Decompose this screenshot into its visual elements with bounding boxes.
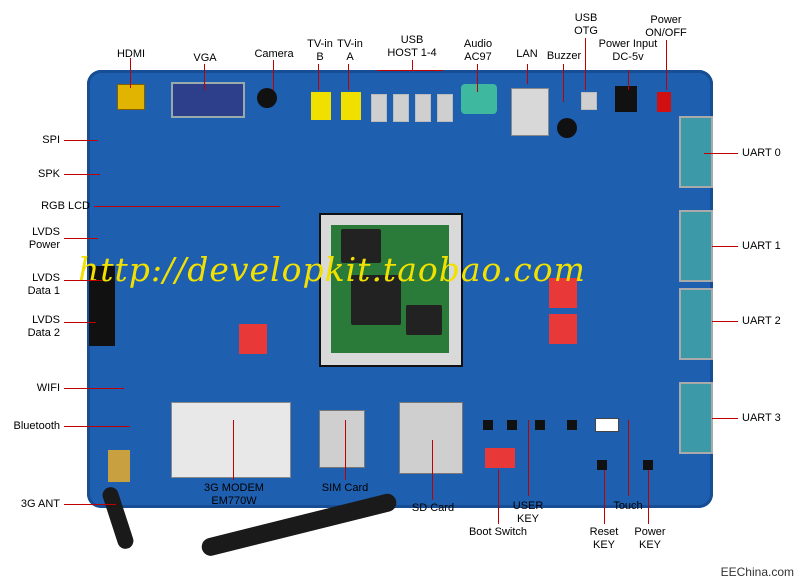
dev-board-image xyxy=(87,70,713,508)
user-key xyxy=(535,420,545,430)
buzzer-label: Buzzer xyxy=(546,50,582,62)
lvds-power-label-line1: LVDS xyxy=(32,226,60,238)
hdmi-connector xyxy=(117,84,145,110)
tvin-a-label-line2: A xyxy=(346,51,354,63)
rgb-lcd-label: RGB LCD xyxy=(41,200,90,212)
hdmi-label: HDMI xyxy=(116,48,146,60)
power-key-label-line2: KEY xyxy=(638,539,661,551)
boot-switch-label: Boot Switch xyxy=(468,526,528,538)
uart0-label: UART 0 xyxy=(742,147,781,159)
tvin-a-label-line1: TV-in xyxy=(337,38,363,50)
sd-slot xyxy=(399,402,463,474)
sim-card-label: SIM Card xyxy=(321,482,369,494)
sim-slot xyxy=(319,410,365,468)
usb-otg-label-line1: USB xyxy=(574,12,598,24)
lan-port xyxy=(511,88,549,136)
audio-jacks xyxy=(461,84,497,114)
uart1-connector xyxy=(679,210,713,282)
user-key xyxy=(483,420,493,430)
tvin-b-label-line1: TV-in xyxy=(307,38,333,50)
usb-host-label-line1: USB xyxy=(400,34,424,46)
buzzer xyxy=(557,118,577,138)
modem-label-line2: EM770W xyxy=(211,495,257,507)
lvds-data1-label-line1: LVDS xyxy=(32,272,60,284)
lvds-data2-label-line2: Data 2 xyxy=(27,327,60,339)
lan-label: LAN xyxy=(516,48,538,60)
uart0-connector xyxy=(679,116,713,188)
dip-switch xyxy=(549,314,577,344)
usb-otg-label-line2: OTG xyxy=(574,25,598,37)
user-key-label-line2: KEY xyxy=(516,513,539,525)
user-key xyxy=(507,420,517,430)
tvin-b-jack xyxy=(311,92,331,120)
power-key xyxy=(643,460,653,470)
power-key-label-line1: Power xyxy=(634,526,666,538)
power-jack xyxy=(615,86,637,112)
vga-label: VGA xyxy=(193,52,217,64)
reset-key xyxy=(597,460,607,470)
spi-label: SPI xyxy=(42,134,60,146)
camera-connector xyxy=(257,88,277,108)
usb-host-port xyxy=(437,94,453,122)
footer-credit: EEChina.com xyxy=(720,565,794,579)
touch-label: Touch xyxy=(613,500,643,512)
modem-module xyxy=(171,402,291,478)
lvds-power-label-line2: Power xyxy=(28,239,60,251)
usb-otg-port xyxy=(581,92,597,110)
uart2-connector xyxy=(679,288,713,360)
uart2-label: UART 2 xyxy=(742,315,781,327)
audio-label-line1: Audio xyxy=(463,38,493,50)
sd-card-label: SD Card xyxy=(411,502,455,514)
reset-key-label-line2: KEY xyxy=(592,539,615,551)
lvds-data2-label-line1: LVDS xyxy=(32,314,60,326)
power-switch-label-line2: ON/OFF xyxy=(645,27,687,39)
usb-host-port xyxy=(393,94,409,122)
tvin-b-label-line2: B xyxy=(316,51,324,63)
power-switch-label-line1: Power xyxy=(650,14,682,26)
wifi-label: WIFI xyxy=(36,382,60,394)
camera-label: Camera xyxy=(254,48,294,60)
dip-switch xyxy=(549,278,577,308)
modem-label-line1: 3G MODEM xyxy=(204,482,264,494)
antenna xyxy=(108,450,130,482)
lvds-header xyxy=(89,266,115,346)
uart3-connector xyxy=(679,382,713,454)
lvds-data1-label-line2: Data 1 xyxy=(27,285,60,297)
uart1-label: UART 1 xyxy=(742,240,781,252)
user-key-label-line1: USER xyxy=(512,500,544,512)
bluetooth-label: Bluetooth xyxy=(13,420,60,432)
boot-switch xyxy=(485,448,515,468)
audio-label-line2: AC97 xyxy=(464,51,492,63)
spk-label: SPK xyxy=(37,168,60,180)
reset-key-label-line1: Reset xyxy=(589,526,619,538)
watermark: http://developkit.taobao.com xyxy=(78,250,586,289)
uart3-label: UART 3 xyxy=(742,412,781,424)
vga-connector xyxy=(171,82,245,118)
usb-host-port xyxy=(415,94,431,122)
usb-host-label-line2: HOST 1-4 xyxy=(387,47,437,59)
core-module xyxy=(319,213,463,367)
power-input-label-line2: DC-5v xyxy=(612,51,644,63)
dip-switch xyxy=(239,324,267,354)
power-switch xyxy=(657,92,671,112)
user-key xyxy=(567,420,577,430)
power-input-label-line1: Power Input xyxy=(598,38,658,50)
touch-connector xyxy=(595,418,619,432)
usb-host-port xyxy=(371,94,387,122)
tvin-a-jack xyxy=(341,92,361,120)
3g-ant-label: 3G ANT xyxy=(20,498,60,510)
